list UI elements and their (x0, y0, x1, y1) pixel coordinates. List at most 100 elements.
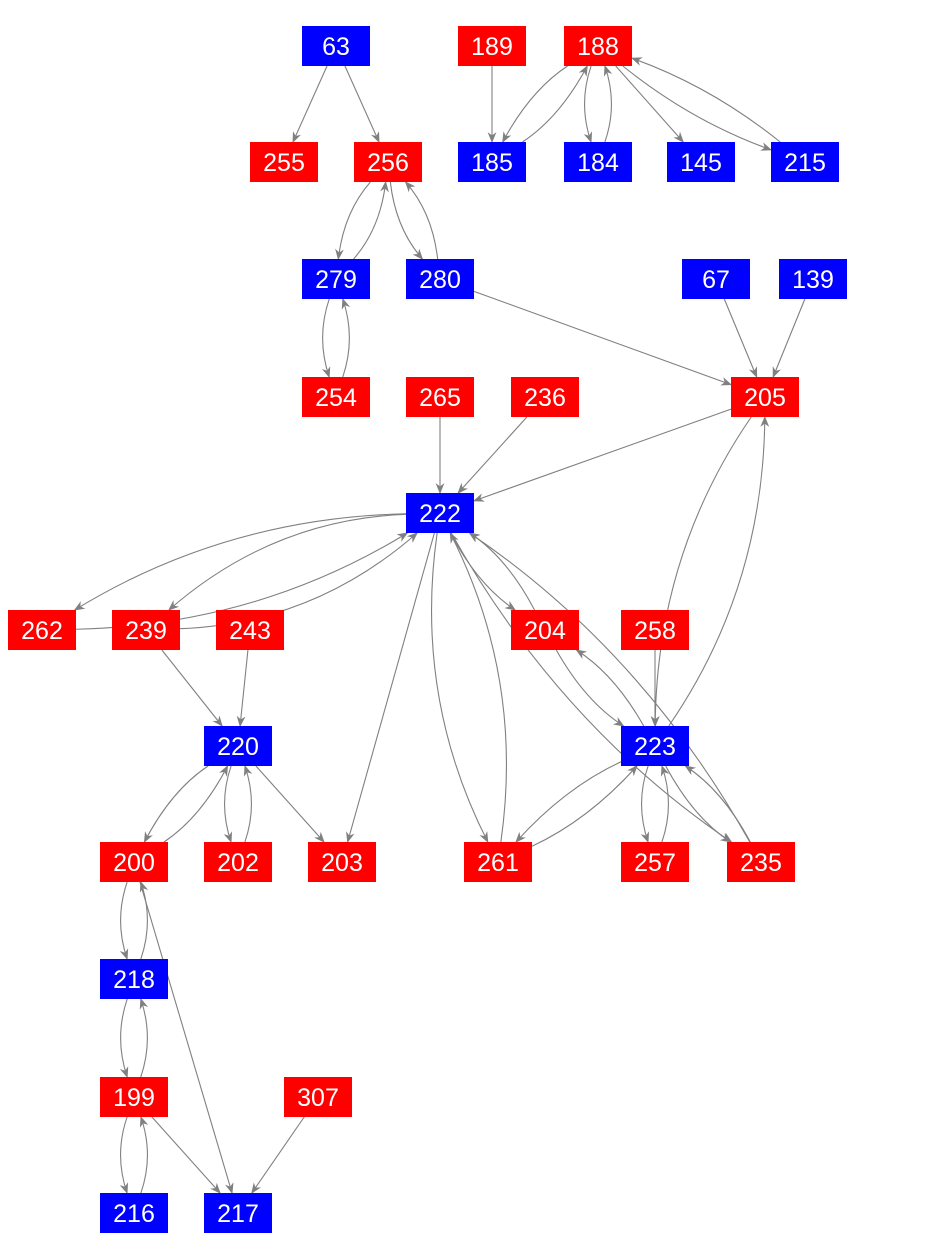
edge-184-to-188 (603, 64, 613, 143)
node-box (621, 610, 689, 650)
edge-199-to-216 (119, 1116, 129, 1195)
node-box (779, 259, 847, 299)
edge-204-to-223 (555, 649, 625, 727)
node-box (302, 26, 370, 66)
node-box (682, 259, 750, 299)
node-box (727, 842, 795, 882)
node-label: 216 (113, 1200, 155, 1228)
node-box (204, 842, 272, 882)
node-label: 184 (577, 149, 619, 177)
node-label: 185 (471, 149, 513, 177)
edge-188-to-215 (622, 65, 773, 151)
node-box (204, 1193, 272, 1233)
node-box (100, 1193, 168, 1233)
node-218: 218 (100, 959, 168, 999)
node-258: 258 (621, 610, 689, 650)
edge-205-to-223 (650, 416, 752, 728)
node-188: 188 (564, 26, 632, 66)
node-223: 223 (621, 726, 689, 766)
node-185: 185 (458, 142, 526, 182)
node-67: 67 (682, 259, 750, 299)
edge-236-to-222 (457, 416, 528, 494)
edge-222-to-239 (168, 513, 407, 611)
node-label: 139 (792, 266, 834, 294)
edge-223-to-257 (640, 765, 650, 844)
edge-188-to-185 (502, 65, 568, 143)
node-235: 235 (727, 842, 795, 882)
edge-188-to-184 (583, 65, 593, 144)
node-label: 265 (419, 384, 461, 412)
node-145: 145 (667, 142, 735, 182)
edge-199-to-217 (151, 1116, 221, 1194)
node-label: 188 (577, 33, 619, 61)
node-label: 205 (744, 384, 786, 412)
node-box (284, 1077, 352, 1117)
node-label: 217 (217, 1200, 259, 1228)
node-204: 204 (511, 610, 579, 650)
edge-223-to-235 (665, 765, 732, 843)
node-220: 220 (204, 726, 272, 766)
node-label: 222 (419, 500, 461, 528)
node-box (204, 726, 272, 766)
node-215: 215 (771, 142, 839, 182)
edge-257-to-223 (660, 764, 670, 843)
edge-239-to-220 (161, 649, 223, 727)
node-217: 217 (204, 1193, 272, 1233)
node-216: 216 (100, 1193, 168, 1233)
node-box (406, 259, 474, 299)
node-label: 243 (229, 617, 271, 645)
node-255: 255 (250, 142, 318, 182)
node-box (354, 142, 422, 182)
node-label: 204 (524, 617, 566, 645)
node-label: 199 (113, 1084, 155, 1112)
node-box (100, 1077, 168, 1117)
edge-63-to-256 (344, 65, 380, 144)
node-box (406, 493, 474, 533)
edge-222-to-204 (449, 532, 517, 611)
node-box (621, 842, 689, 882)
node-label: 254 (315, 384, 357, 412)
node-139: 139 (779, 259, 847, 299)
node-label: 223 (634, 733, 676, 761)
node-184: 184 (564, 142, 632, 182)
edge-223-to-205 (668, 415, 770, 727)
node-label: 279 (315, 266, 357, 294)
node-label: 261 (477, 849, 519, 877)
node-box (511, 377, 579, 417)
edge-200-to-217 (139, 881, 234, 1195)
edge-218-to-200 (139, 880, 149, 960)
node-box (771, 142, 839, 182)
node-box (564, 26, 632, 66)
node-200: 200 (100, 842, 168, 882)
node-label: 220 (217, 733, 259, 761)
edge-222-to-203 (346, 532, 435, 844)
node-label: 256 (367, 149, 409, 177)
edge-223-to-261 (515, 761, 622, 843)
node-box (302, 259, 370, 299)
node-label: 258 (634, 617, 676, 645)
edge-200-to-220 (163, 765, 229, 843)
node-box (621, 726, 689, 766)
node-box (464, 842, 532, 882)
node-box (308, 842, 376, 882)
node-label: 235 (740, 849, 782, 877)
node-label: 63 (322, 33, 350, 61)
node-236: 236 (511, 377, 579, 417)
node-box (406, 377, 474, 417)
node-box (100, 959, 168, 999)
edge-200-to-218 (119, 881, 129, 961)
edge-205-to-222 (472, 408, 732, 502)
node-261: 261 (464, 842, 532, 882)
node-label: 236 (524, 384, 566, 412)
node-label: 215 (784, 149, 826, 177)
edge-280-to-205 (473, 290, 733, 386)
node-307: 307 (284, 1077, 352, 1117)
edge-307-to-217 (251, 1116, 305, 1194)
edge-220-to-200 (143, 765, 209, 843)
node-box (458, 26, 526, 66)
edges-layer (73, 57, 806, 1195)
edge-261-to-223 (531, 765, 638, 847)
node-243: 243 (216, 610, 284, 650)
node-label: 262 (21, 617, 63, 645)
node-box (8, 610, 76, 650)
